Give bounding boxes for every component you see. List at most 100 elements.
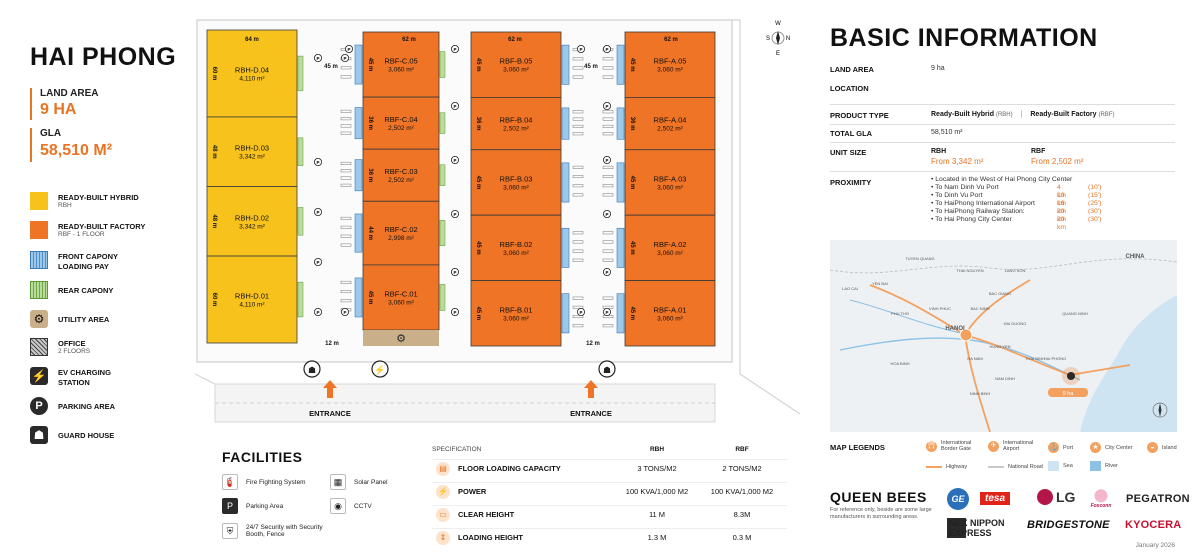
unit-depth-dim: 45 m <box>475 58 481 72</box>
parking-marker: P <box>602 155 611 164</box>
unit-depth-dim: 36 m <box>475 117 481 131</box>
unit-name: RBF-C.02 <box>384 225 417 234</box>
rear-capony <box>439 112 446 134</box>
unit-rbf-a-01[interactable]: RBF-A.013,060 m² 45 m <box>602 280 716 347</box>
truck-bay <box>602 110 614 114</box>
dim-road-dc: 45 m <box>324 64 338 70</box>
truck-bay <box>572 324 584 328</box>
front-capony <box>354 44 363 85</box>
front-capony <box>561 162 570 203</box>
unit-area: 2,502 m² <box>388 125 414 132</box>
parking-marker: P <box>450 102 459 111</box>
border-line <box>830 258 1177 274</box>
dim-gap-dc: 12 m <box>325 341 339 347</box>
proximity-distance: 4 km <box>1057 184 1067 199</box>
parking-marker: P <box>340 307 349 316</box>
unit-depth-dim: 36 m <box>629 117 635 131</box>
parking-marker: P <box>602 307 611 316</box>
truck-bay <box>602 132 614 136</box>
truck-bay <box>602 193 614 197</box>
main-road <box>214 383 716 423</box>
unit-area: 3,342 m² <box>239 223 265 230</box>
truck-bay <box>340 290 352 294</box>
truck-bay <box>572 124 584 128</box>
truck-bay <box>602 184 614 188</box>
land-area-bar <box>30 88 32 120</box>
unit-name: RBF-B.05 <box>500 57 533 66</box>
parking-icon: P <box>316 160 319 165</box>
facility-solar: ▦Solar Panel <box>330 474 388 490</box>
sea-area <box>1080 295 1177 432</box>
spec-row-floor: ▤ FLOOR LOADING CAPACITY 3 TONS/M2 2 TON… <box>432 459 787 477</box>
lg-face-icon <box>1037 489 1053 505</box>
unit-depth-dim: 45 m <box>629 241 635 255</box>
parking-icon: P <box>605 270 608 275</box>
unit-shape <box>362 200 440 266</box>
gla-bar <box>30 128 32 162</box>
guard-house-icon: ☗ <box>308 365 316 375</box>
office-hatch-icon <box>30 338 48 356</box>
front-capony <box>616 162 625 203</box>
parking-icon: P <box>579 310 582 315</box>
brand-tesa-logo: tesa <box>980 492 1011 505</box>
front-capony <box>354 277 363 318</box>
front-capony <box>354 159 363 192</box>
parking-marker: P <box>450 307 459 316</box>
parking-icon: P <box>605 158 608 163</box>
parking-icon: P <box>605 104 608 109</box>
unit-depth-dim: 45 m <box>629 306 635 320</box>
spec-col-rbh: RBH <box>649 446 665 453</box>
gla-label: GLA <box>40 128 62 139</box>
ev-charging-icon: ⚡ <box>30 367 48 385</box>
spec-col-rbf: RBF <box>735 446 749 453</box>
truck-bay <box>572 110 584 114</box>
parking-icon: P <box>579 47 582 52</box>
parking-marker: P <box>340 54 349 63</box>
unit-area: 3,060 m² <box>657 67 683 74</box>
ev-charging-station: ⚡ <box>371 360 389 378</box>
front-capony <box>561 293 570 334</box>
proximity-item: • To HaiPhong Railway Station:20 km(30') <box>931 208 1101 223</box>
truck-bay <box>340 131 352 135</box>
map-legend-sea: Sea <box>1048 461 1073 471</box>
unit-depth-dim: 36 m <box>367 168 373 182</box>
unit-depth-dim: 45 m <box>475 176 481 190</box>
unit-area: 3,060 m² <box>657 315 683 322</box>
unit-name: RBF-C.03 <box>384 167 417 176</box>
parking-marker: P <box>344 44 353 53</box>
unit-area: 2,502 m² <box>657 126 683 133</box>
truck-bay <box>340 243 352 247</box>
truck-bay <box>602 249 614 253</box>
gear-icon: ⚙ <box>30 310 48 328</box>
unit-area: 3,060 m² <box>503 315 529 322</box>
unit-name: RBF-A.01 <box>654 305 687 314</box>
unit-shape <box>470 31 562 98</box>
map-legend-highway: Highway <box>926 464 967 470</box>
factory-swatch <box>30 221 48 239</box>
map-legend-title: MAP LEGENDS <box>830 443 885 452</box>
legend-guard: ☗ GUARD HOUSE <box>30 426 114 444</box>
